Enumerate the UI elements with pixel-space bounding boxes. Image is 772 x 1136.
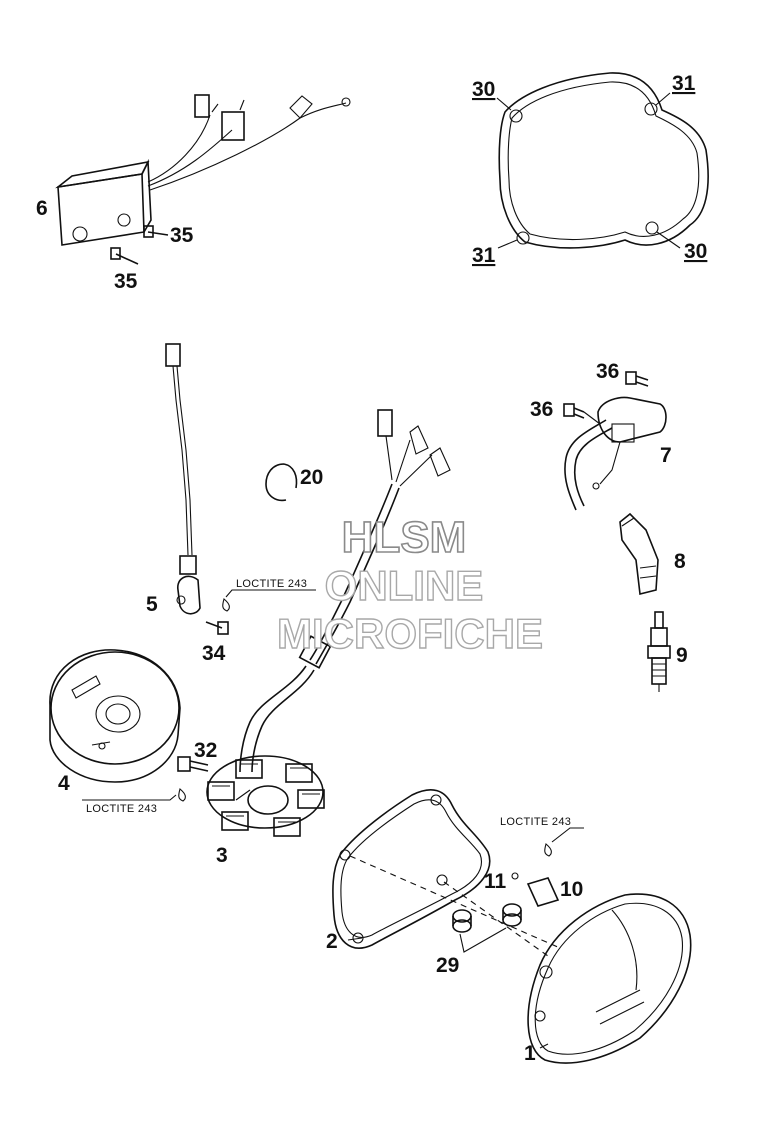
callout-20: 20 xyxy=(300,466,323,489)
gasket-hole-30-a xyxy=(509,109,523,123)
assembly-line-a xyxy=(349,855,561,949)
watermark-line-3: MICROFICHE xyxy=(277,610,543,657)
watermark-line-1: HLSM xyxy=(342,513,467,562)
cable-clip-20 xyxy=(265,463,298,502)
dowel-29-b xyxy=(502,903,522,927)
spark-plug-9 xyxy=(647,611,671,692)
callout-9: 9 xyxy=(676,644,688,667)
bolt-36-a xyxy=(625,371,649,387)
inner-gasket-2 xyxy=(332,789,491,949)
callout-11: 11 xyxy=(484,870,507,893)
callout-5: 5 xyxy=(146,593,158,616)
callout-30-b: 30 xyxy=(684,240,707,263)
nut-32 xyxy=(177,756,209,772)
loctite-label-11: LOCTITE 243 xyxy=(500,816,571,828)
callout-31-a: 31 xyxy=(672,72,696,95)
gasket-hole-30-b xyxy=(645,221,659,235)
cover-gasket xyxy=(498,72,709,249)
callout-34: 34 xyxy=(202,642,226,665)
gasket-hole-31-a xyxy=(644,102,658,116)
callout-30-a: 30 xyxy=(472,78,495,101)
stator-3 xyxy=(206,755,325,837)
loctite-label-32: LOCTITE 243 xyxy=(86,803,157,815)
callout-35-b: 35 xyxy=(114,270,138,293)
callout-32: 32 xyxy=(194,739,217,762)
gasket-hole-31-b xyxy=(516,231,530,245)
plate-10 xyxy=(526,877,560,907)
ignition-coil-7 xyxy=(564,396,667,511)
ignition-cover-1 xyxy=(527,893,692,1064)
spark-plug-cap-8 xyxy=(619,512,659,595)
callout-29: 29 xyxy=(436,954,459,977)
callout-1: 1 xyxy=(524,1042,536,1065)
screw-11 xyxy=(511,872,519,880)
bolt-35-a xyxy=(143,225,169,238)
stator-harness xyxy=(239,409,451,773)
bolt-36-b xyxy=(563,403,585,419)
callout-36-b: 36 xyxy=(530,398,553,421)
watermark-line-2: ONLINE xyxy=(325,562,484,609)
callout-31-b: 31 xyxy=(472,244,496,267)
flywheel-4 xyxy=(49,649,181,783)
callout-10: 10 xyxy=(560,878,583,901)
pickup-sensor xyxy=(165,343,201,615)
dowel-29-a xyxy=(452,909,472,933)
callout-4: 4 xyxy=(58,772,70,795)
loctite-drop-11 xyxy=(544,843,552,857)
loctite-label-34: LOCTITE 243 xyxy=(236,578,307,590)
callout-36-a: 36 xyxy=(596,360,619,383)
bolt-35-b xyxy=(110,247,139,265)
loctite-drop-34 xyxy=(222,598,230,612)
callout-3: 3 xyxy=(216,844,228,867)
callout-8: 8 xyxy=(674,550,686,573)
callout-7: 7 xyxy=(660,444,672,467)
cdi-unit xyxy=(55,94,351,246)
bolt-34 xyxy=(205,621,229,635)
callout-6: 6 xyxy=(36,197,48,220)
callout-2: 2 xyxy=(326,930,338,953)
callout-35-a: 35 xyxy=(170,224,194,247)
loctite-drop-32 xyxy=(178,788,186,802)
watermark: HLSM ONLINE MICROFICHE xyxy=(276,512,543,658)
